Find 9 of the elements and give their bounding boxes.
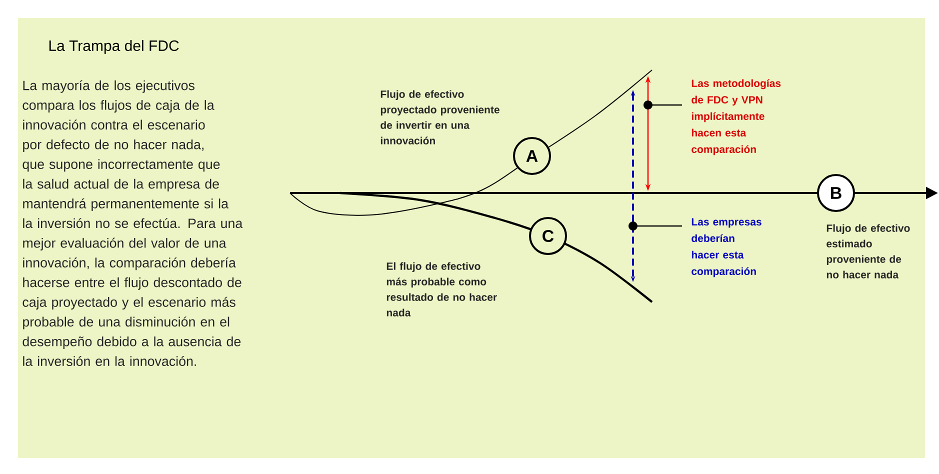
title: La Trampa del FDC <box>49 40 179 54</box>
caption-text: El flujo de efectivo más probable como resultado de no hacer nada <box>386 262 497 316</box>
leader-line <box>644 100 682 110</box>
caption-text: Flujo de efectivo estimado proveniente de no hacer nada <box>826 224 910 278</box>
caption-text: Flujo de efectivo proyectado proveniente de invertir en una innovación <box>380 90 500 144</box>
annotation-text: Las empresas deberían hacer esta comparación <box>692 218 762 278</box>
leader-line <box>628 222 682 230</box>
annotation-text: Las metodologías de FDC y VPN implícitamente hacen esta comparación <box>692 79 781 156</box>
paragraph: La mayoría de los ejecutivos compara los flujos de caja de la innovación contra el escenario por defecto de no hacer nada, que supone incorrectamente que la salud actual de la empresa de mantendrá permanentemente si la la inversión no se efectúa. Para una mejor evaluación del valor de una innovación, la comparación debería hacerse entre el flujo descontado de caja proyectado y el escenario más probable de una disminución en el desempeño debido a la ausencia de la inversión en la innovación. <box>22 80 243 366</box>
